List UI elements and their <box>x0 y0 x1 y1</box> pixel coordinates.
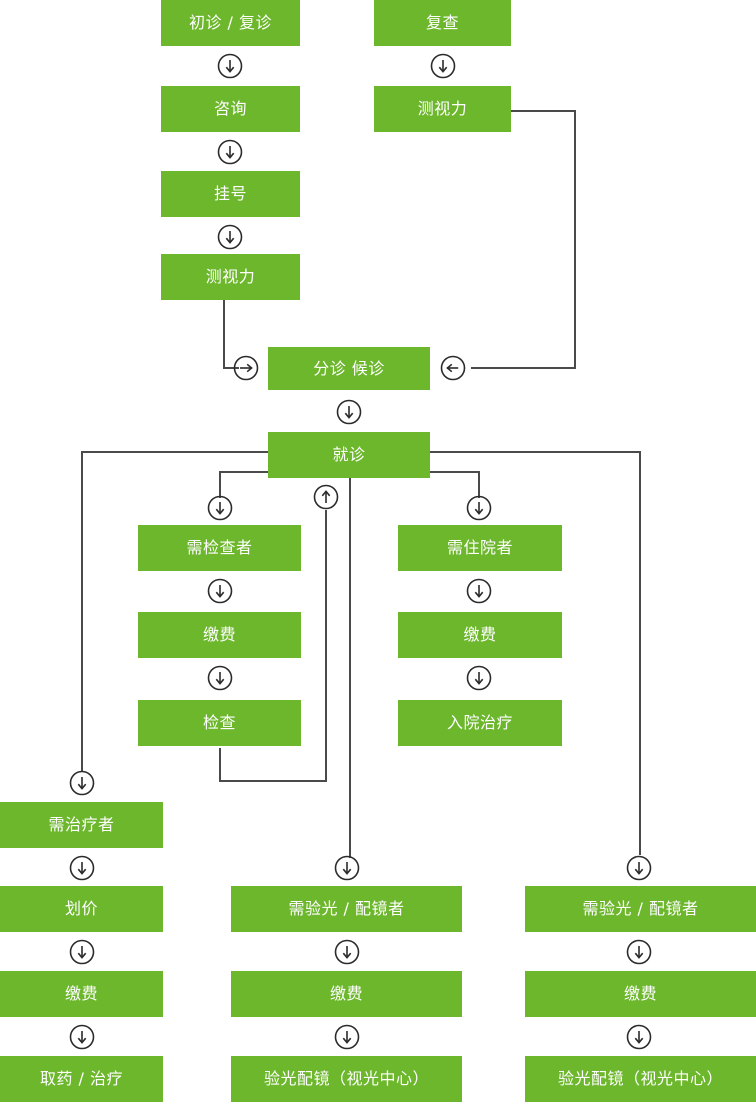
arrow-down-icon <box>207 495 233 521</box>
arrow-down-icon <box>217 139 243 165</box>
connector-visit-to-exam-vertical <box>219 471 221 498</box>
connector-visit-to-optometry-right-horizontal <box>429 451 641 453</box>
node-optometry-glasses-right[interactable]: 验光配镜（视光中心） <box>525 1056 756 1102</box>
node-inpatient-treatment[interactable]: 入院治疗 <box>398 700 562 746</box>
node-first-or-return-visit[interactable]: 初诊 / 复诊 <box>161 0 300 46</box>
arrow-down-icon <box>626 855 652 881</box>
arrow-down-icon <box>69 770 95 796</box>
node-registration[interactable]: 挂号 <box>161 171 300 217</box>
node-examination[interactable]: 检查 <box>138 700 301 746</box>
node-payment-treatment[interactable]: 缴费 <box>0 971 163 1017</box>
arrow-down-icon <box>466 578 492 604</box>
connector-visit-to-inpatient-vertical <box>478 471 480 498</box>
arrow-down-icon <box>626 939 652 965</box>
node-needs-optometry-right[interactable]: 需验光 / 配镜者 <box>525 886 756 932</box>
arrow-down-icon <box>217 224 243 250</box>
arrow-down-icon <box>334 939 360 965</box>
node-vision-test-first-visit[interactable]: 测视力 <box>161 254 300 300</box>
connector-exam-loop-down <box>219 748 221 782</box>
node-optometry-glasses-center[interactable]: 验光配镜（视光中心） <box>231 1056 462 1102</box>
node-payment-optometry-right[interactable]: 缴费 <box>525 971 756 1017</box>
node-visit[interactable]: 就诊 <box>268 432 430 478</box>
connector-exam-loop-horizontal <box>219 780 327 782</box>
connector-visit-to-exam-horizontal <box>219 471 273 473</box>
arrow-down-icon <box>626 1024 652 1050</box>
arrow-down-icon <box>336 399 362 425</box>
arrow-down-icon <box>334 855 360 881</box>
node-needs-examination[interactable]: 需检查者 <box>138 525 301 571</box>
arrow-down-icon <box>69 939 95 965</box>
node-pricing[interactable]: 划价 <box>0 886 163 932</box>
connector-vision-to-triage-vertical <box>223 300 225 368</box>
node-needs-treatment[interactable]: 需治疗者 <box>0 802 163 848</box>
connector-visit-to-treatment-horizontal <box>81 451 271 453</box>
connector-recheck-vision-left <box>471 367 576 369</box>
arrow-right-icon <box>233 355 259 381</box>
node-payment-optometry-center[interactable]: 缴费 <box>231 971 462 1017</box>
connector-recheck-vision-right <box>511 110 576 112</box>
node-needs-optometry-center[interactable]: 需验光 / 配镜者 <box>231 886 462 932</box>
node-vision-test-recheck[interactable]: 测视力 <box>374 86 511 132</box>
node-payment-exam[interactable]: 缴费 <box>138 612 301 658</box>
connector-visit-to-treatment-vertical <box>81 451 83 771</box>
arrow-down-icon <box>430 53 456 79</box>
connector-exam-loop-up <box>325 510 327 780</box>
node-needs-inpatient[interactable]: 需住院者 <box>398 525 562 571</box>
node-payment-inpatient[interactable]: 缴费 <box>398 612 562 658</box>
node-medicine-or-treatment[interactable]: 取药 / 治疗 <box>0 1056 163 1102</box>
node-recheck[interactable]: 复查 <box>374 0 511 46</box>
arrow-down-icon <box>69 1024 95 1050</box>
arrow-up-icon <box>313 484 339 510</box>
arrow-down-icon <box>466 495 492 521</box>
connector-vision-to-triage-horizontal <box>223 367 239 369</box>
connector-recheck-vision-down <box>574 110 576 368</box>
arrow-left-icon <box>440 355 466 381</box>
arrow-down-icon <box>207 665 233 691</box>
node-triage-and-waiting[interactable]: 分诊 候诊 <box>268 347 430 390</box>
arrow-down-icon <box>466 665 492 691</box>
connector-visit-to-optometry-vertical <box>349 478 351 858</box>
connector-visit-to-inpatient-horizontal <box>427 471 480 473</box>
arrow-down-icon <box>217 53 243 79</box>
arrow-down-icon <box>69 855 95 881</box>
arrow-down-icon <box>334 1024 360 1050</box>
arrow-down-icon <box>207 578 233 604</box>
node-consultation[interactable]: 咨询 <box>161 86 300 132</box>
connector-visit-to-optometry-right-vertical <box>639 451 641 855</box>
